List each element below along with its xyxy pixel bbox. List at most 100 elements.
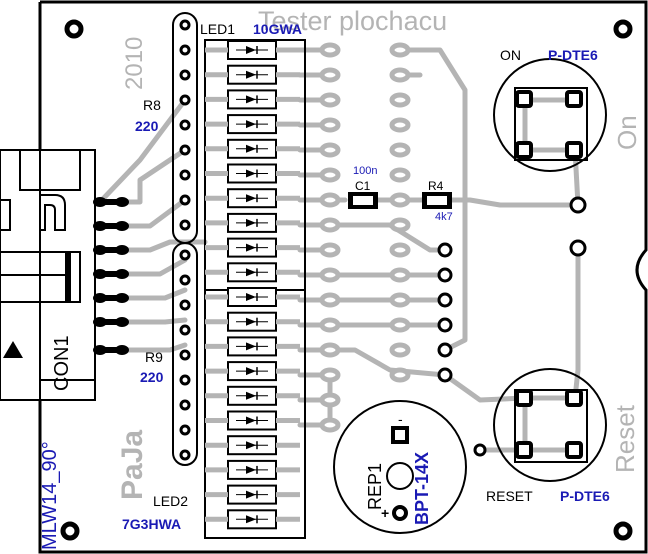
pad: [319, 267, 341, 283]
pad: [389, 42, 411, 58]
pad: [389, 67, 411, 83]
pad: [319, 317, 341, 333]
rep1-value: BPT-14X: [412, 451, 432, 525]
pad: [389, 342, 411, 358]
pad: [319, 192, 341, 208]
connector-pin: [100, 271, 122, 277]
pad: [319, 117, 341, 133]
rep1-minus: -: [398, 411, 403, 427]
pad: [389, 142, 411, 158]
c1-ref: C1: [355, 179, 371, 193]
connector-con1: [0, 149, 129, 401]
con1-ref: CON1: [51, 335, 73, 391]
led-diode: [205, 89, 300, 110]
mounting-hole: [64, 19, 84, 39]
c1-value: 100n: [353, 165, 378, 177]
pad: [319, 392, 341, 408]
pad: [319, 342, 341, 358]
pad: [319, 242, 341, 258]
mounting-hole: [613, 521, 633, 541]
r4-resistor: [422, 192, 452, 209]
led-diode: [205, 287, 300, 307]
led-diode: [205, 484, 300, 505]
pad: [389, 242, 411, 258]
rep1-ref: REP1: [365, 462, 385, 510]
board-title: Tester plochacu: [258, 6, 448, 36]
r4-ref: R4: [428, 179, 444, 193]
led-diode: [205, 410, 300, 431]
rep1-plus: +: [381, 505, 390, 521]
r9-ref: R9: [145, 349, 163, 365]
pad: [319, 417, 341, 433]
pad: [389, 117, 411, 133]
led2-ref: LED2: [153, 493, 189, 509]
switch-on-value: P-DTE6: [548, 47, 598, 63]
mounting-holes: [60, 19, 633, 541]
pad: [389, 92, 411, 108]
r9-value: 220: [140, 369, 164, 385]
switch-link-pads: [473, 196, 587, 457]
pad: [319, 67, 341, 83]
pad: [389, 192, 411, 208]
pad: [319, 217, 341, 233]
led1-value: 10GWA: [253, 21, 303, 37]
led-diode: [205, 237, 300, 258]
led-diode: [205, 138, 300, 159]
switch-on-ref: ON: [500, 47, 521, 63]
led-diode: [205, 163, 300, 184]
pad-column: [437, 242, 453, 383]
pad: [319, 167, 341, 183]
board-author: PaJa: [116, 429, 149, 500]
c1-capacitor: [348, 192, 378, 209]
led-diode: [205, 212, 300, 233]
right-pads: [319, 42, 411, 433]
led-diode: [205, 311, 300, 332]
pad: [389, 292, 411, 308]
r4-value: 4k7: [435, 211, 453, 223]
switch-on-silk: On: [612, 115, 642, 150]
pad: [389, 367, 411, 383]
board-outline: [38, 0, 648, 554]
mounting-hole: [613, 19, 633, 39]
pad: [389, 167, 411, 183]
con1-value: MLW14_90°: [39, 441, 61, 550]
pad: [319, 367, 341, 383]
pad: [319, 292, 341, 308]
switch-reset-value: P-DTE6: [560, 488, 610, 504]
pad: [389, 317, 411, 333]
connector-pin: [100, 199, 122, 205]
pad: [319, 92, 341, 108]
led-left-pads: [172, 12, 198, 466]
connector-pin: [100, 223, 122, 229]
pad: [389, 267, 411, 283]
buzzer-rep1: [333, 400, 467, 534]
led-diode: [205, 262, 300, 283]
led-diode: [205, 435, 300, 456]
switch-on: [493, 58, 607, 172]
switch-reset-silk: Reset: [610, 405, 640, 473]
pad: [319, 42, 341, 58]
board-year: 2010: [121, 36, 148, 90]
pad: [389, 217, 411, 233]
led-diodes: [205, 40, 300, 530]
pad: [319, 142, 341, 158]
led-diode: [205, 509, 300, 530]
connector-pin: [100, 319, 122, 325]
led-diode: [205, 459, 300, 480]
led-diode: [205, 188, 300, 209]
led-diode: [205, 361, 300, 382]
led-diode: [205, 336, 300, 357]
led-diode: [205, 64, 300, 85]
led-diode: [205, 385, 300, 406]
led1-ref: LED1: [200, 21, 236, 37]
mounting-hole: [60, 521, 80, 541]
connector-pin: [100, 347, 122, 353]
switch-reset: [493, 368, 607, 482]
led-diode: [205, 114, 300, 135]
connector-pin: [100, 295, 122, 301]
led-diode: [205, 40, 300, 60]
led2-value: 7G3HWA: [122, 516, 182, 532]
switch-reset-ref: RESET: [486, 488, 533, 504]
r8-ref: R8: [143, 97, 161, 113]
